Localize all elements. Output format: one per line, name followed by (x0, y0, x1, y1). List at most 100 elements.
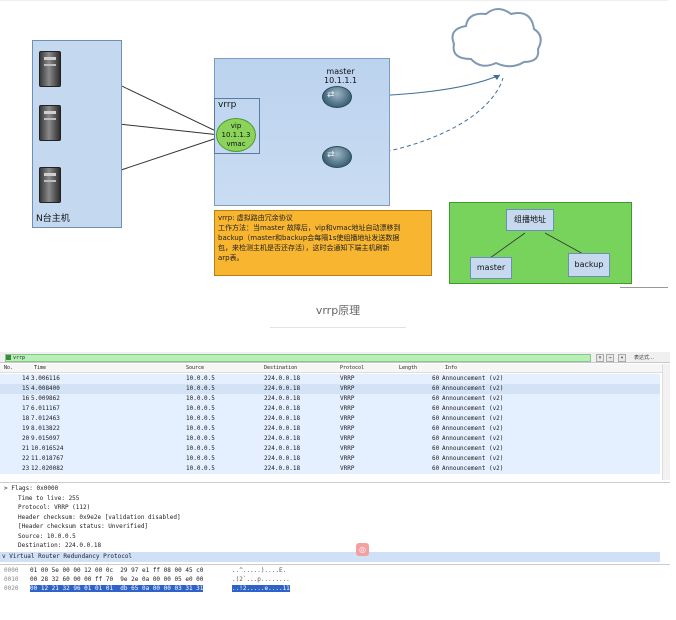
packet-src: 10.0.0.5 (186, 445, 215, 452)
packet-row[interactable]: 16 5.009862 10.0.0.5 224.0.0.18 VRRP 60 … (0, 394, 660, 404)
col-header[interactable]: Source (186, 365, 205, 371)
info-line: 工作方法：当master 故障后，vip和vmac地址自动漂移到 (218, 224, 401, 232)
detail-line[interactable]: Time to live: 255 (18, 495, 80, 502)
packet-row[interactable]: 21 10.016524 10.0.0.5 224.0.0.18 VRRP 60… (0, 444, 660, 454)
packet-row[interactable]: 23 12.020082 10.0.0.5 224.0.0.18 VRRP 60… (0, 464, 660, 474)
packet-src: 10.0.0.5 (186, 465, 215, 472)
hosts-label: N台主机 (36, 214, 70, 224)
host-group: N台主机 (32, 40, 122, 228)
packet-proto: VRRP (340, 395, 355, 402)
packet-len: 60 (432, 405, 440, 412)
watermark-icon: ◎ (356, 543, 369, 556)
packet-len: 60 (432, 395, 440, 402)
hex-bytes: 00 28 32 60 00 00 ff 70 9e 2e 0a 00 00 0… (30, 576, 204, 583)
packet-time: 6.011167 (31, 405, 60, 412)
packet-row[interactable]: 19 8.013822 10.0.0.5 224.0.0.18 VRRP 60 … (0, 424, 660, 434)
packet-row[interactable]: 15 4.008400 10.0.0.5 224.0.0.18 VRRP 60 … (0, 384, 660, 394)
vip-line: vmac (226, 140, 246, 148)
packet-time: 11.018767 (31, 455, 64, 462)
col-header[interactable]: Length (399, 365, 418, 371)
detail-line[interactable]: Source: 10.0.0.5 (18, 533, 76, 540)
router-icon: ⇄ (322, 86, 352, 108)
packet-dst: 224.0.0.18 (264, 395, 301, 402)
packet-dst: 224.0.0.18 (264, 445, 301, 452)
packet-dst: 224.0.0.18 (264, 455, 301, 462)
col-header[interactable]: No. (4, 365, 14, 371)
packet-src: 10.0.0.5 (186, 455, 215, 462)
packet-proto: VRRP (340, 425, 355, 432)
apply-filter-icon[interactable]: → (606, 354, 614, 362)
packet-no: 17 (22, 405, 30, 412)
clear-filter-icon[interactable]: × (596, 354, 604, 362)
packet-list: 14 3.006116 10.0.0.5 224.0.0.18 VRRP 60 … (0, 374, 670, 480)
detail-line[interactable]: Destination: 224.0.0.18 (18, 542, 102, 549)
figure-caption: vrrp原理 (315, 304, 361, 317)
packet-no: 21 (22, 445, 30, 452)
hex-offset: 0010 (4, 576, 19, 583)
packet-info: Announcement (v2) (442, 385, 504, 392)
vrrp-box (214, 98, 260, 154)
packet-time: 3.006116 (31, 375, 60, 382)
packet-info: Announcement (v2) (442, 375, 504, 382)
packet-dst: 224.0.0.18 (264, 435, 301, 442)
packet-info: Announcement (v2) (442, 465, 504, 472)
packet-len: 60 (432, 425, 440, 432)
hex-line[interactable]: 0020 00 12 21 32 96 01 01 01 db 65 0a 00… (0, 585, 290, 594)
packet-dst: 224.0.0.18 (264, 425, 301, 432)
info-line: 包，来检测主机是否还存活），这时会通知下端主机刷新 (218, 244, 390, 252)
packet-list-scrollbar[interactable] (662, 364, 670, 480)
hex-offset: 0000 (4, 567, 19, 574)
packet-src: 10.0.0.5 (186, 395, 215, 402)
wireshark-window: vrrp × → ▾ 表达式… No. Time Source Destinat… (0, 352, 670, 597)
col-header[interactable]: Destination (264, 365, 298, 371)
detail-line[interactable]: [Header checksum status: Unverified] (18, 523, 149, 530)
packet-info: Announcement (v2) (442, 395, 504, 402)
packet-len: 60 (432, 445, 440, 452)
hex-line[interactable]: 0010 00 28 32 60 00 00 ff 70 9e 2e 0a 00… (0, 576, 290, 585)
cloud-icon (451, 8, 542, 68)
col-header[interactable]: Time (34, 365, 47, 371)
hex-line[interactable]: 0000 01 00 5e 00 00 12 00 0c 29 97 e1 ff… (0, 567, 286, 576)
vrrp-diagram: N台主机 vrrp vip 10.1.1.3 vmac master 10.1.… (0, 0, 676, 328)
packet-bytes: 0000 01 00 5e 00 00 12 00 0c 29 97 e1 ff… (0, 564, 670, 597)
packet-info: Announcement (v2) (442, 445, 504, 452)
packet-src: 10.0.0.5 (186, 425, 215, 432)
packet-proto: VRRP (340, 455, 355, 462)
col-header[interactable]: Info (445, 365, 458, 371)
packet-info: Announcement (v2) (442, 425, 504, 432)
packet-dst: 224.0.0.18 (264, 385, 301, 392)
packet-row[interactable]: 18 7.012463 10.0.0.5 224.0.0.18 VRRP 60 … (0, 414, 660, 424)
dropdown-icon[interactable]: ▾ (618, 354, 626, 362)
packet-row[interactable]: 20 9.015097 10.0.0.5 224.0.0.18 VRRP 60 … (0, 434, 660, 444)
packet-row[interactable]: 22 11.018767 10.0.0.5 224.0.0.18 VRRP 60… (0, 454, 660, 464)
multicast-address-node: 组播地址 (506, 209, 554, 231)
packet-time: 5.009862 (31, 395, 60, 402)
packet-time: 8.013822 (31, 425, 60, 432)
packet-dst: 224.0.0.18 (264, 415, 301, 422)
server-icon (39, 105, 61, 141)
packet-row[interactable]: 17 6.011167 10.0.0.5 224.0.0.18 VRRP 60 … (0, 404, 660, 414)
expression-button[interactable]: 表达式… (634, 355, 655, 361)
multicast-lines (489, 232, 586, 259)
packet-len: 60 (432, 385, 440, 392)
packet-time: 4.008400 (31, 385, 60, 392)
divider (270, 327, 406, 328)
vip-line: vip (230, 122, 242, 130)
master-name: master (326, 67, 355, 76)
hex-ascii: ..^.....)....E. (232, 567, 287, 574)
detail-line[interactable]: > Flags: 0x0000 (4, 485, 59, 492)
detail-line[interactable]: Header checksum: 0x9e2e [validation disa… (18, 514, 181, 521)
packet-src: 10.0.0.5 (186, 415, 215, 422)
col-header[interactable]: Protocol (340, 365, 365, 371)
packet-info: Announcement (v2) (442, 435, 504, 442)
bookmark-icon[interactable] (6, 355, 11, 360)
packet-row[interactable]: 14 3.006116 10.0.0.5 224.0.0.18 VRRP 60 … (0, 374, 660, 384)
display-filter-input[interactable]: vrrp (5, 354, 591, 362)
packet-src: 10.0.0.5 (186, 405, 215, 412)
packet-len: 60 (432, 375, 440, 382)
packet-details: > Flags: 0x0000 Time to live: 255 Protoc… (0, 482, 670, 563)
packet-list-header: No. Time Source Destination Protocol Len… (0, 364, 662, 373)
selected-detail-vrrp[interactable]: v Virtual Router Redundancy Protocol (0, 552, 660, 562)
detail-line[interactable]: Protocol: VRRP (112) (18, 504, 91, 511)
packet-info: Announcement (v2) (442, 415, 504, 422)
